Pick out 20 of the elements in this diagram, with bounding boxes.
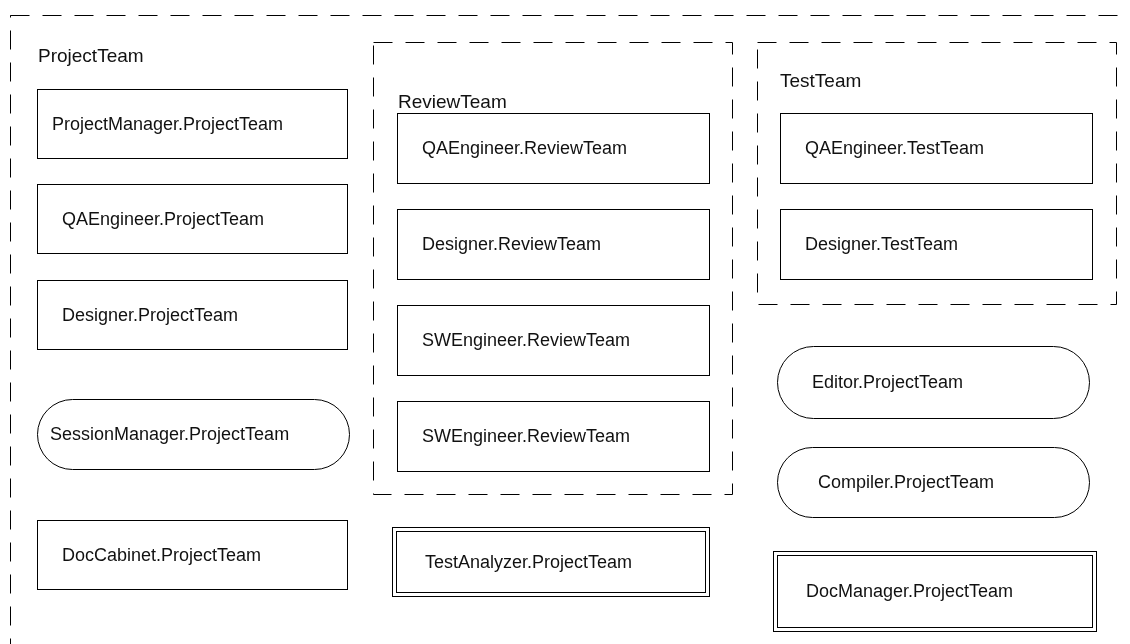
process-box: Designer.ProjectTeam: [37, 280, 348, 350]
process-box: QAEngineer.TestTeam: [780, 113, 1093, 184]
double-bordered-box: TestAnalyzer.ProjectTeam: [392, 527, 710, 597]
process-box: ProjectManager.ProjectTeam: [37, 89, 348, 159]
group-title: ReviewTeam: [398, 91, 507, 113]
group-frame: [373, 42, 733, 495]
process-box: Designer.ReviewTeam: [397, 209, 710, 280]
process-box: QAEngineer.ReviewTeam: [397, 113, 710, 184]
process-box: Designer.TestTeam: [780, 209, 1093, 280]
double-bordered-box: DocManager.ProjectTeam: [773, 551, 1097, 632]
process-box: SWEngineer.ReviewTeam: [397, 401, 710, 472]
rounded-box: Editor.ProjectTeam: [777, 346, 1090, 419]
process-box: DocCabinet.ProjectTeam: [37, 520, 348, 590]
group-title: TestTeam: [780, 70, 862, 92]
process-box: SWEngineer.ReviewTeam: [397, 305, 710, 376]
group-title: ProjectTeam: [38, 45, 144, 67]
group-frame: [757, 42, 1117, 305]
rounded-box: SessionManager.ProjectTeam: [37, 399, 350, 470]
process-box: QAEngineer.ProjectTeam: [37, 184, 348, 254]
rounded-box: Compiler.ProjectTeam: [777, 447, 1090, 518]
